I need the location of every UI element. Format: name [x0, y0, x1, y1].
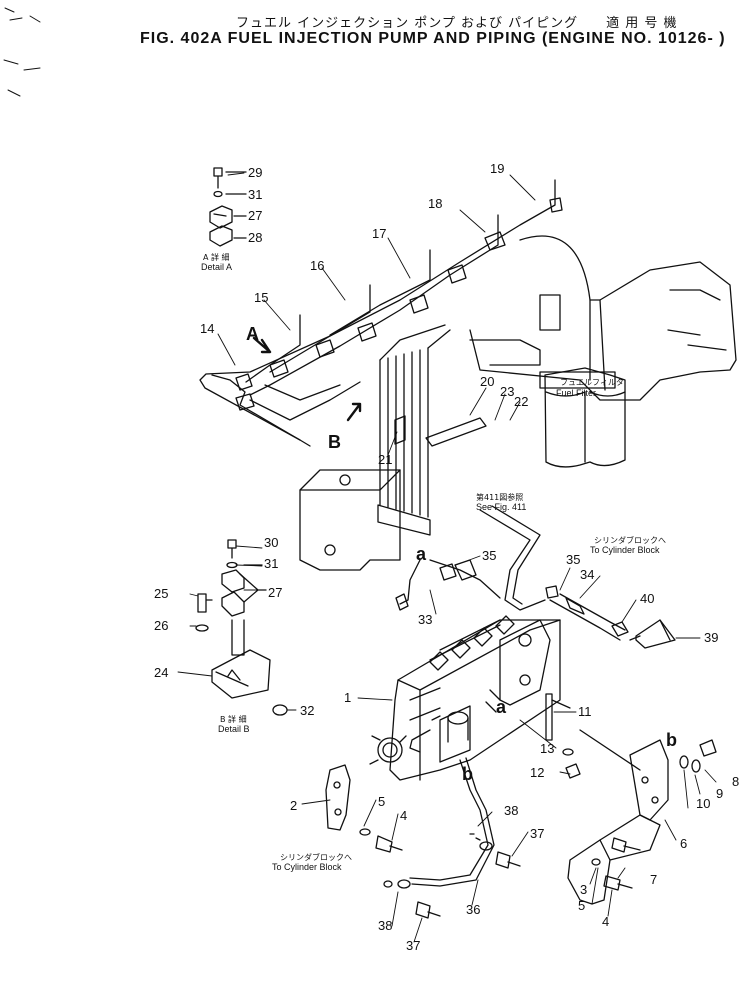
- arrow-B: [346, 402, 362, 422]
- callout-37b: 37: [406, 938, 420, 953]
- callout-23: 23: [500, 384, 514, 399]
- fuel-filter-jp: フュエルフィルタ: [560, 378, 624, 387]
- callout-12: 12: [530, 765, 544, 780]
- engine-block: [469, 235, 737, 468]
- callout-35: 35: [482, 548, 496, 563]
- detail-a-label: Detail A: [201, 262, 232, 272]
- callout-27b: 27: [268, 585, 282, 600]
- callout-13: 13: [540, 741, 554, 756]
- callout-22: 22: [514, 394, 528, 409]
- callout-15: 15: [254, 290, 268, 305]
- view-letter-A: A: [246, 324, 259, 344]
- callout-31b: 31: [264, 556, 278, 571]
- callout-33: 33: [418, 612, 432, 627]
- callout-labels: 29 31 27 28 19 18 17 16 15 14 20 23 22 2…: [154, 161, 739, 953]
- header-japanese: フュエル インジェクション ポンプ および パイピング 適 用 号 機: [236, 16, 678, 31]
- callout-30: 30: [264, 535, 278, 550]
- timing-case: [299, 469, 401, 571]
- callout-17: 17: [372, 226, 386, 241]
- see-fig-label: See Fig. 411: [476, 502, 526, 512]
- connection-letter-a: a: [416, 544, 427, 564]
- callout-3: 3: [580, 882, 587, 897]
- callout-36: 36: [466, 902, 480, 917]
- callout-37: 37: [530, 826, 544, 841]
- bracket-2: [325, 764, 403, 853]
- to-cylinder-jp: シリンダブロックへ: [594, 535, 666, 545]
- leader-lines: [177, 172, 717, 943]
- detail-b-label: Detail B: [218, 724, 250, 734]
- view-letter-B: B: [328, 432, 341, 452]
- callout-8: 8: [732, 774, 739, 789]
- callout-9: 9: [716, 786, 723, 801]
- callout-27: 27: [248, 208, 262, 223]
- connection-letter-b: b: [462, 764, 473, 784]
- callout-20: 20: [480, 374, 494, 389]
- figure-title: FIG. 402A FUEL INJECTION PUMP AND PIPING…: [140, 30, 726, 47]
- see-fig-jp: 第411図参照: [476, 492, 523, 502]
- callout-19: 19: [490, 161, 504, 176]
- callout-1: 1: [344, 690, 351, 705]
- callout-28: 28: [248, 230, 262, 245]
- callout-39: 39: [704, 630, 718, 645]
- lower-pipe: [383, 757, 521, 919]
- callout-7: 7: [650, 872, 657, 887]
- connection-letter-b2: b: [666, 730, 677, 750]
- to-cylinder-label: To Cylinder Block: [590, 545, 660, 555]
- fuel-filter-label: Fuel Filter: [556, 388, 596, 398]
- callout-16: 16: [310, 258, 324, 273]
- injection-pipes: [199, 179, 563, 536]
- callout-4b: 4: [602, 914, 609, 929]
- callout-29: 29: [248, 165, 262, 180]
- bracket-3-6: [562, 729, 717, 905]
- callout-25: 25: [154, 586, 168, 601]
- callout-6: 6: [680, 836, 687, 851]
- callout-18: 18: [428, 196, 442, 211]
- callout-34: 34: [580, 567, 594, 582]
- callout-26: 26: [154, 618, 168, 633]
- callout-2: 2: [290, 798, 297, 813]
- arrow-A: [252, 336, 272, 354]
- callout-35b: 35: [566, 552, 580, 567]
- callout-5: 5: [378, 794, 385, 809]
- callout-32: 32: [300, 703, 314, 718]
- detail-b-jp: B 詳 細: [220, 714, 247, 724]
- callout-38b: 38: [378, 918, 392, 933]
- callout-21: 21: [378, 452, 392, 467]
- connection-letter-a2: a: [496, 697, 507, 717]
- return-pipes: [395, 505, 676, 649]
- detail-a-jp: A 詳 細: [203, 252, 230, 262]
- detail-a: [209, 167, 247, 247]
- callout-14: 14: [200, 321, 214, 336]
- scan-noise: [3, 7, 41, 97]
- callout-38: 38: [504, 803, 518, 818]
- callout-31: 31: [248, 187, 262, 202]
- callout-4: 4: [400, 808, 407, 823]
- callout-5b: 5: [578, 898, 585, 913]
- injection-pump: [369, 615, 571, 781]
- callout-10: 10: [696, 796, 710, 811]
- callout-11: 11: [578, 704, 592, 719]
- to-cylinder-label-2: To Cylinder Block: [272, 862, 342, 872]
- to-cylinder-jp-2: シリンダブロックへ: [280, 852, 352, 862]
- callout-24: 24: [154, 665, 168, 680]
- callout-40: 40: [640, 591, 654, 606]
